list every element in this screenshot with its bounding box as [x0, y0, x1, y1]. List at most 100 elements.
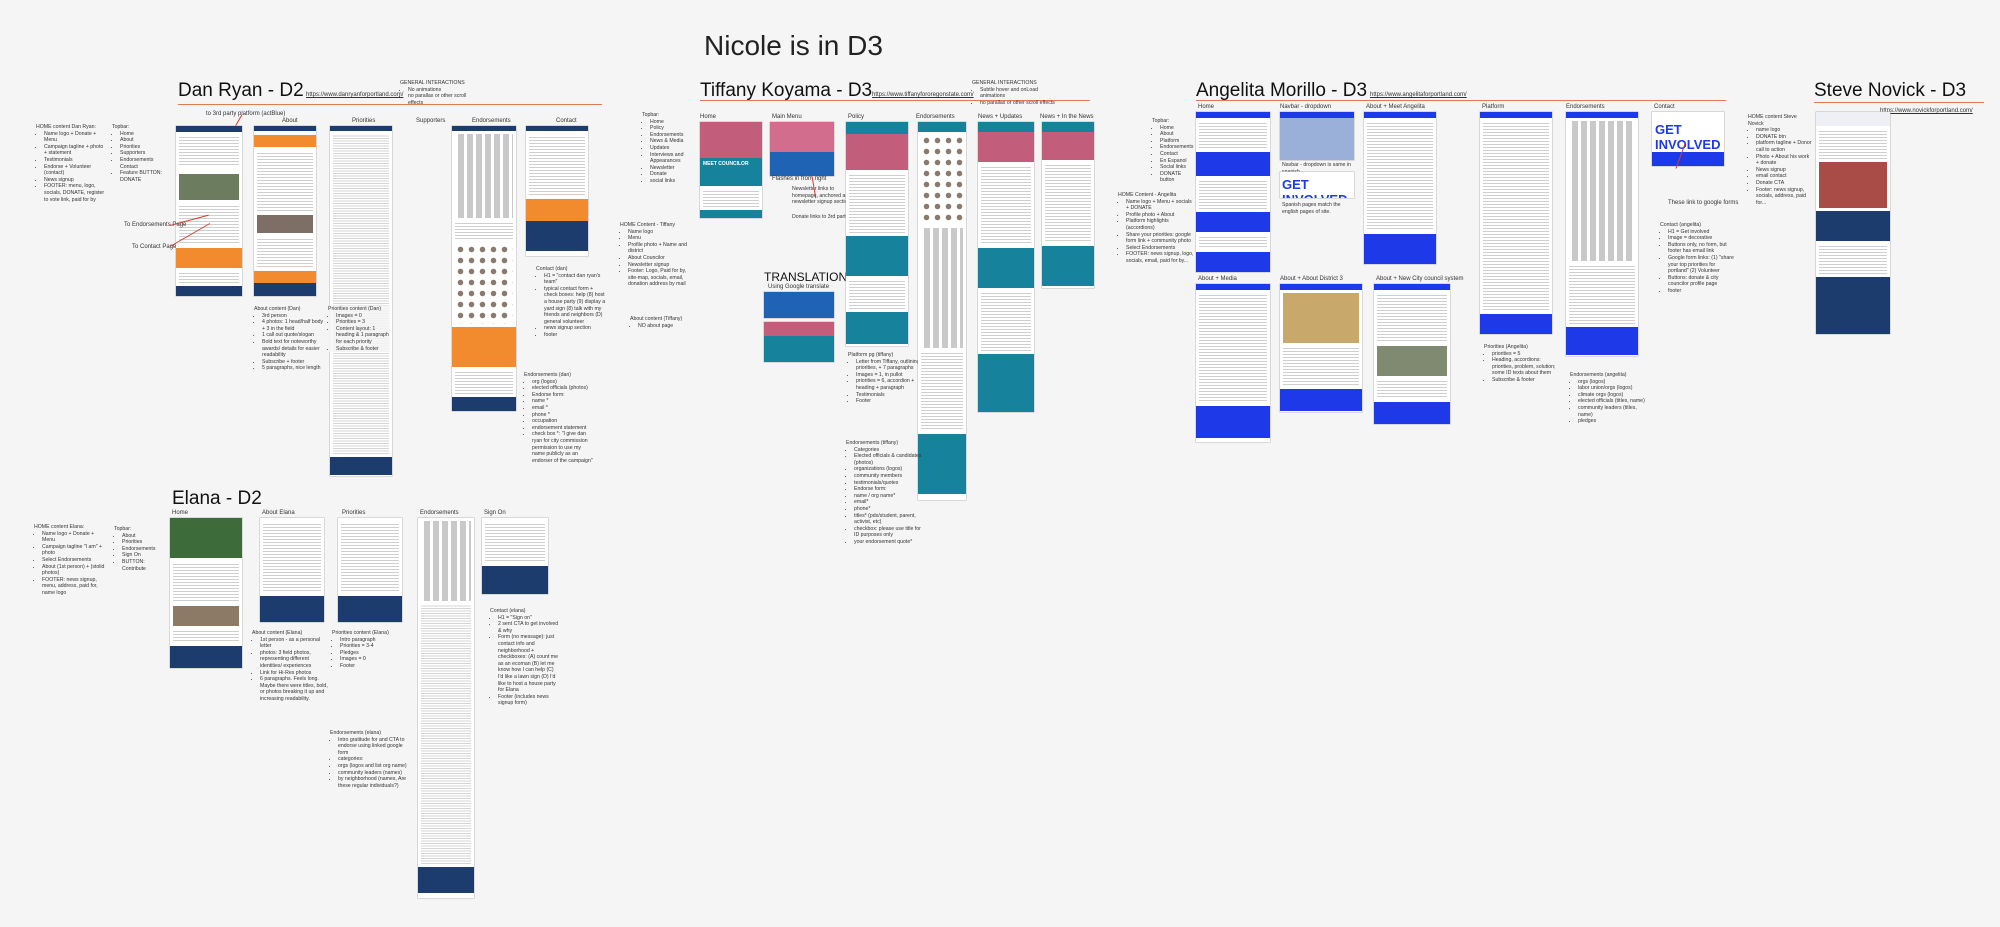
notes-elana-priorities: Priorities content (Elana) Intro paragra… [332, 630, 402, 670]
frame-tiffany-home: MEET COUNCILOR [700, 122, 762, 218]
notes-elana-home: HOME content Elana: Name logo + Donate +… [34, 524, 108, 597]
spanish-note: Spanish pages match the english pages of… [1282, 202, 1341, 215]
menu-note-donate: Donate links to 3rd party [792, 214, 849, 220]
frame-angelita-council [1374, 284, 1450, 424]
frame-angelita-navbar [1280, 112, 1354, 160]
frame-label-angelita-home: Home [1198, 104, 1215, 110]
frame-label-angelita-district: About + About District 3 [1280, 276, 1343, 282]
frame-label-elana-endorsements: Endorsements [420, 510, 459, 516]
frame-elana-signon [482, 518, 548, 594]
frame-label-elana-priorities: Priorities [342, 510, 366, 516]
frame-label-angelita-about: About + Meet Angelita [1366, 104, 1425, 110]
section-rule-angelita [1196, 100, 1726, 101]
notes-dan-topbar: Topbar: HomeAboutPrioritiesSupportersEnd… [112, 124, 172, 183]
section-title-dan: Dan Ryan - D2 [178, 80, 304, 101]
section-title-angelita: Angelita Morillo - D3 [1196, 80, 1368, 101]
notes-angelita-priorities: Priorities (Angelita) priorities = 5Head… [1484, 344, 1560, 384]
section-rule-dan [178, 104, 602, 105]
frame-angelita-spanish: GET INVOLVED [1280, 172, 1354, 198]
frame-label-tiffany-endorsements: Endorsements [916, 114, 955, 120]
notes-dan-home: HOME content Dan Ryan: Name logo + Donat… [36, 124, 106, 203]
notes-dan-contact: Contact (dan) H1 = "contact dan ryan's t… [536, 266, 606, 339]
notes-tiffany-endorsements: Endorsements (tiffany) CategoriesElected… [846, 440, 922, 546]
translation-title: TRANSLATION [764, 270, 848, 284]
section-title-steve: Steve Novick - D3 [1814, 80, 1967, 101]
frame-tiffany-news-updates [978, 122, 1034, 412]
frame-dan-about [254, 126, 316, 296]
section-url-tiffany[interactable]: https://www.tiffanyfororegonstate.com/ [872, 92, 974, 98]
section-title-elana: Elana - D2 [172, 488, 262, 509]
google-forms-note: These link to google forms [1668, 200, 1739, 206]
frame-label-tiffany-news-updates: News + Updates [978, 114, 1023, 120]
notes-dan-about: About content (Dan) 3rd person4 photos: … [254, 306, 326, 372]
section-url-angelita[interactable]: https://www.angelitaforportland.com/ [1370, 92, 1467, 98]
section-title-tiffany: Tiffany Koyama - D3 [700, 80, 873, 101]
frame-label-tiffany-policy: Policy [848, 114, 865, 120]
frame-angelita-platform [1480, 112, 1552, 334]
notes-tiffany-topbar: Topbar: HomePolicyEndorsementsNews & Med… [642, 112, 698, 185]
section-rule-steve [1814, 102, 1984, 103]
frame-dan-contact [526, 126, 588, 256]
frame-label-angelita-platform: Platform [1482, 104, 1505, 110]
navbar-note: Navbar - dropdown is same in spanish [1282, 162, 1351, 175]
frame-label-tiffany-menu: Main Menu [772, 114, 802, 120]
notes-dan-endorsements: Endorsements (dan) org (logos)elected of… [524, 372, 594, 464]
frame-angelita-contact: GET INVOLVED [1652, 112, 1724, 166]
notes-tiffany-policy: Platform pg (tiffany) Letter from Tiffan… [848, 352, 920, 405]
frame-label-angelita-contact: Contact [1654, 104, 1675, 110]
frame-label-dan-contact: Contact [556, 118, 577, 124]
frame-label-dan-endorsements: Endorsements [472, 118, 511, 124]
to-endorsements-note: To Endorsements Page [124, 222, 187, 228]
to-contact-note: To Contact Page [132, 244, 177, 250]
third-party-note: to 3rd party platform (actBlue) [206, 111, 286, 117]
frame-tiffany-translation-2 [764, 322, 834, 362]
frame-tiffany-policy [846, 122, 908, 346]
notes-elana-endorsements: Endorsements (elana) Intro gratitude for… [330, 730, 410, 789]
frame-label-dan-about: About [282, 118, 298, 124]
frame-label-tiffany-home: Home [700, 114, 717, 120]
frame-label-elana-home: Home [172, 510, 189, 516]
frame-elana-home [170, 518, 242, 668]
notes-angelita-contact: Contact (angelita) H1 = Get involvedImag… [1660, 222, 1736, 295]
frame-angelita-home [1196, 112, 1270, 272]
notes-angelita-endorsements: Endorsements (angelita) orgs (logos)labo… [1570, 372, 1646, 425]
notes-angelita-home: HOME Content - Angelita Name logo + Menu… [1118, 192, 1194, 265]
section-url-steve[interactable]: https://www.novickforportland.com/ [1880, 108, 1973, 114]
frame-dan-priorities [330, 126, 392, 476]
frame-elana-about [260, 518, 324, 622]
frame-label-tiffany-news-media: News + In the News [1040, 114, 1094, 120]
frame-label-angelita-media: About + Media [1198, 276, 1237, 282]
notes-angelita-topbar: Topbar: HomeAboutPlatformEndorsementsCon… [1152, 118, 1196, 184]
general-interactions-tiffany: GENERAL INTERACTIONS Subtle hover and on… [972, 80, 1056, 106]
frame-angelita-about [1364, 112, 1436, 264]
notes-dan-priorities: Priorities content (Dan) Images = 0Prior… [328, 306, 390, 353]
frame-label-angelita-council: About + New City council system [1376, 276, 1464, 282]
notes-elana-contact: Contact (elana) H1 = "Sign on"2 sent CTA… [490, 608, 560, 707]
notes-tiffany-home: HOME Content - Tiffany Name logoMenuProf… [620, 222, 694, 288]
frame-label-dan-supporters: Supporters [416, 118, 446, 124]
frame-label-dan-priorities: Priorities [352, 118, 376, 124]
notes-elana-topbar: Topbar: AboutPrioritiesEndorsementsSign … [114, 526, 168, 572]
frame-label-elana-signon: Sign On [484, 510, 506, 516]
frame-elana-endorsements [418, 518, 474, 898]
notes-steve-home: HOME content Steve Novick name logoDONAT… [1748, 114, 1812, 206]
frame-angelita-district [1280, 284, 1362, 412]
spanish-get-involved: GET INVOLVED [1282, 177, 1348, 198]
frame-tiffany-news-media [1042, 122, 1094, 288]
section-url-dan[interactable]: https://www.danryanforportland.com/ [306, 92, 404, 98]
frame-dan-home [176, 126, 242, 296]
frame-tiffany-translation-1 [764, 292, 834, 318]
board-title: Nicole is in D3 [704, 30, 883, 61]
frame-elana-priorities [338, 518, 402, 622]
notes-elana-about: About content (Elana) 1st person - as a … [252, 630, 328, 703]
frame-dan-endorsements [452, 126, 516, 411]
notes-tiffany-about: About content (Tiffany) NO about page [630, 316, 690, 329]
frame-label-elana-about: About Elana [262, 510, 295, 516]
general-interactions-dan: GENERAL INTERACTIONS No animationsno par… [400, 80, 480, 106]
menu-note-flashes: Flashes in from right [772, 176, 827, 182]
frame-tiffany-menu [770, 122, 834, 176]
section-rule-tiffany [700, 100, 1090, 101]
contact-get-involved: GET INVOLVED [1655, 122, 1721, 152]
frame-steve-home [1816, 112, 1890, 334]
translation-sub: Using Google translate [768, 284, 830, 290]
